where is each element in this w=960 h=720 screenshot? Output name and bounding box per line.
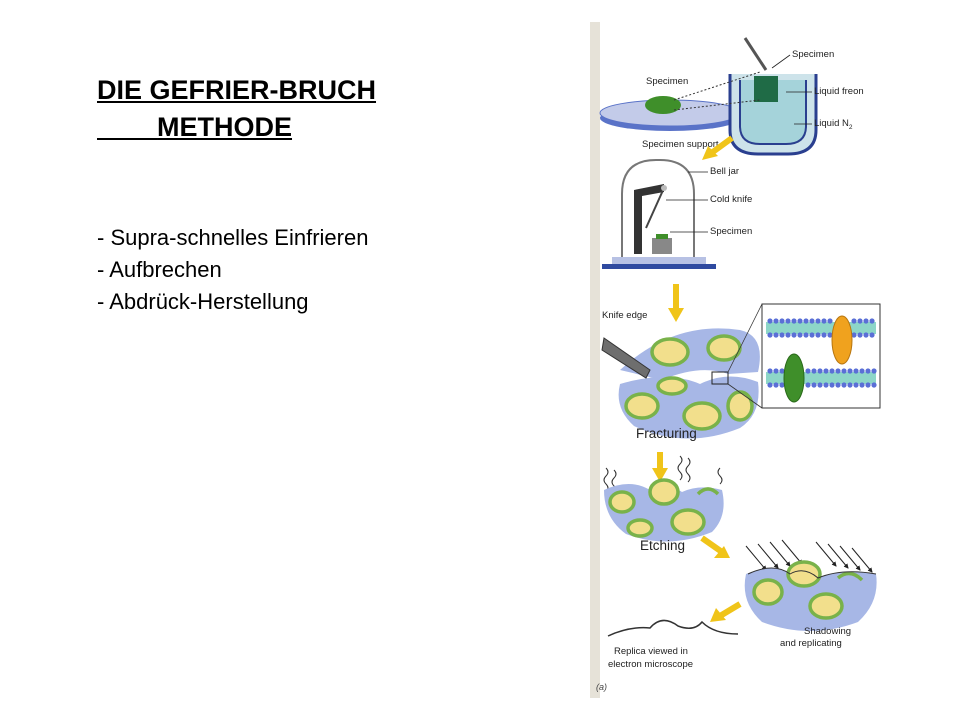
bullet-item-1: - Supra-schnelles Einfrieren [97,225,369,250]
label-replicating: and replicating [780,638,842,649]
label-specimen-jar: Specimen [710,226,752,237]
specimen-holder-rod [743,37,768,71]
bullet-item-3: - Abdrück-Herstellung [97,289,309,314]
membrane-protein-green [783,353,805,403]
replica-profile [607,619,739,637]
freeze-fracture-figure: Specimen Liquid freon Liquid N2 Specimen… [590,22,890,698]
label-bell-jar: Bell jar [710,166,739,177]
vapor-wave [677,455,683,481]
step-arrow-head [714,546,730,558]
title-line-2-text: METHODE [157,112,293,142]
cell-profile [682,401,722,431]
panel-etching: Etching [603,452,724,553]
cell-profile [752,578,784,606]
specimen-in-jar [656,234,668,239]
inset-frame [761,303,881,409]
label-liquid-freon: Liquid freon [814,86,864,97]
bell-jar-plate [612,257,706,264]
specimen-stage [652,238,672,254]
slide-title: DIE GEFRIER-BRUCH METHODE [97,72,376,146]
cell-profile [626,518,654,538]
etched-surface [836,571,864,582]
panel-shadowing: Shadowing and replicating [744,539,877,649]
bell-jar-base [602,264,716,269]
panel-replica: Replica viewed in electron microscope [607,619,739,670]
knife-edge-blade [601,337,651,379]
step-arrow-head [668,308,684,322]
cell-profile [808,592,844,620]
page-edge [590,22,600,698]
bilayer-lower [766,372,876,384]
label-shadowing: Shadowing [804,626,851,637]
label-liquid-n2: Liquid N2 [814,118,853,131]
knife-pivot [661,185,667,191]
panel-freezing: Specimen Liquid freon Liquid N2 Specimen… [599,37,864,156]
cell-profile [608,490,636,514]
knife-stand [634,184,664,254]
label-knife-edge: Knife edge [602,310,647,321]
bullet-list: - Supra-schnelles Einfrieren - Aufbreche… [97,222,368,318]
cell-profile [650,337,690,367]
cell-profile [726,390,754,422]
bell-jar-glass [621,159,695,260]
cell-profile [706,334,742,362]
label-etching: Etching [640,538,685,553]
specimen-sample [645,96,681,114]
leader-line [771,54,791,69]
title-line-1: DIE GEFRIER-BRUCH [97,75,377,105]
label-cold-knife: Cold knife [710,194,752,205]
transfer-line [673,71,761,101]
cell-profile [786,560,822,588]
cell-profile [624,392,660,420]
zoom-line [727,303,763,373]
step-arrow-head [702,146,718,160]
membrane-inset [761,303,881,409]
step-arrow [718,601,742,619]
zoom-box [711,371,729,385]
frozen-specimen [754,76,778,102]
step-arrow-head [710,608,726,622]
freeze-fracture-diagram: Specimen Liquid freon Liquid N2 Specimen… [590,22,881,698]
bullet-item-2: - Aufbrechen [97,257,222,282]
cell-profile [648,478,680,506]
vapor-wave [717,467,723,485]
label-replica-1: Replica viewed in [614,646,688,657]
panel-bell-jar: Bell jar Cold knife Specimen [602,159,752,269]
cell-profile [670,508,706,536]
etched-surface [696,487,720,496]
label-specimen-left: Specimen [646,76,688,87]
panel-fracturing: Knife edge Fracturing [601,303,763,441]
step-arrow [708,135,734,157]
metal-replica-layer [747,567,877,579]
vapor-wave [685,457,691,483]
lipid-heads [767,318,877,388]
membrane-protein-orange [831,315,853,365]
title-line-2: METHODE [97,109,376,146]
zoom-line [727,383,763,409]
shadowing-rays [745,539,873,573]
label-specimen-support: Specimen support [642,139,719,150]
cell-profile [656,376,688,396]
cold-knife-arm [645,187,665,229]
step-arrow [700,535,724,555]
label-replica-2: electron microscope [608,659,693,670]
bilayer-upper [766,322,876,334]
vapor-wave [603,467,609,493]
panel-tag: (a) [596,682,607,692]
label-specimen-top: Specimen [792,49,834,60]
label-fracturing: Fracturing [636,426,697,441]
transfer-line [673,99,761,111]
step-arrow-head [652,468,668,482]
